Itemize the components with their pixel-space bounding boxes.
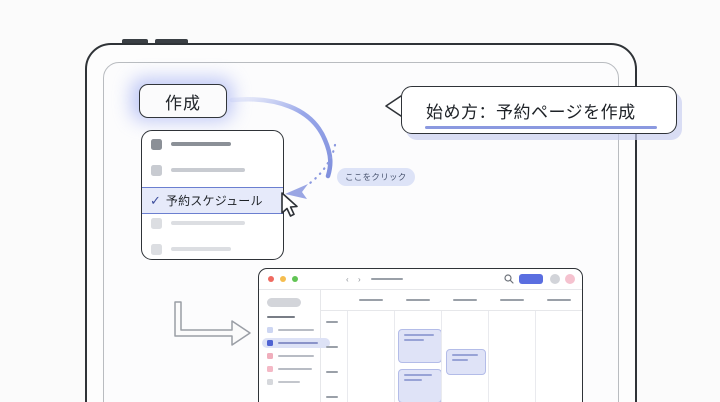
dropdown-item-label: 予約スケジュール (165, 194, 263, 208)
nav-forward-icon[interactable]: › (358, 275, 361, 284)
tablet-volume-button-down[interactable] (155, 39, 188, 44)
check-icon: ✓ (150, 192, 161, 208)
list-item-icon (151, 217, 162, 229)
sidebar-item-label (278, 381, 300, 384)
browser-window-mockup[interactable]: ‹ › (258, 268, 583, 402)
avatar[interactable] (565, 274, 575, 284)
list-item-label-placeholder (171, 221, 245, 225)
primary-action-button[interactable] (519, 274, 543, 284)
calendar-day-column[interactable] (394, 311, 442, 402)
tablet-volume-button-up[interactable] (122, 39, 148, 44)
speech-bubble-underline (425, 126, 657, 129)
calendar-grid[interactable] (321, 311, 582, 402)
dropdown-item-booking-schedule[interactable]: ✓ 予約スケジュール (142, 187, 283, 214)
list-item[interactable] (142, 131, 283, 157)
sidebar-item[interactable] (265, 377, 314, 387)
time-label (326, 371, 338, 373)
list-item-label-placeholder (171, 168, 245, 172)
list-item-icon (151, 164, 162, 176)
calendar-day-header (535, 298, 582, 302)
browser-content (259, 290, 582, 402)
time-label (326, 321, 338, 323)
sidebar-item[interactable] (265, 325, 314, 335)
time-label (326, 396, 338, 398)
sidebar-section-title (267, 316, 295, 319)
calendar-color-swatch (267, 366, 273, 373)
sidebar-item-active[interactable] (262, 338, 330, 349)
list-item-label-placeholder (171, 142, 231, 146)
calendar-view (321, 290, 582, 402)
calendar-day-column[interactable] (347, 311, 394, 402)
list-item-icon (151, 138, 162, 150)
traffic-light-zoom-icon[interactable] (292, 276, 298, 282)
calendar-day-column[interactable] (441, 311, 488, 402)
create-button[interactable]: 作成 (139, 84, 227, 118)
list-item[interactable] (142, 210, 283, 236)
sidebar-item-label (278, 342, 318, 345)
nav-back-icon[interactable]: ‹ (346, 275, 349, 284)
time-label (326, 346, 338, 348)
list-item-icon (151, 243, 162, 255)
traffic-light-minimize-icon[interactable] (280, 276, 286, 282)
calendar-event[interactable] (446, 349, 486, 375)
sidebar-item-label (278, 329, 314, 332)
search-icon[interactable] (504, 274, 514, 284)
click-here-hint: ここをクリック (337, 168, 415, 186)
app-sidebar[interactable] (259, 290, 330, 402)
calendar-color-swatch (267, 340, 273, 347)
calendar-day-column[interactable] (488, 311, 535, 402)
calendar-day-header (347, 298, 394, 302)
speech-bubble-text: 始め方：予約ページを作成 (426, 102, 636, 122)
calendar-color-swatch (267, 379, 273, 386)
calendar-day-header (394, 298, 441, 302)
list-item-label-placeholder (171, 247, 231, 251)
avatar[interactable] (550, 274, 560, 284)
address-bar[interactable] (371, 278, 403, 281)
sidebar-item[interactable] (265, 351, 314, 361)
calendar-time-axis (321, 311, 347, 402)
calendar-event[interactable] (398, 369, 442, 402)
calendar-color-swatch (267, 327, 273, 334)
sidebar-item[interactable] (265, 364, 314, 374)
browser-titlebar: ‹ › (259, 269, 582, 290)
calendar-day-header (488, 298, 535, 302)
calendar-color-swatch (267, 353, 273, 360)
calendar-day-header (441, 298, 488, 302)
list-item[interactable] (142, 157, 283, 183)
sidebar-item-label (278, 368, 312, 371)
calendar-event[interactable] (398, 329, 442, 363)
mouse-cursor (281, 192, 298, 217)
create-dropdown-menu[interactable]: ✓ 予約スケジュール (141, 130, 284, 260)
workspace-switcher[interactable] (267, 298, 301, 307)
calendar-day-column[interactable] (535, 311, 582, 402)
calendar-day-headers (321, 290, 582, 311)
list-item[interactable] (142, 236, 283, 259)
calendar-columns (347, 311, 582, 402)
traffic-light-close-icon[interactable] (268, 276, 274, 282)
sidebar-item-label (278, 355, 314, 358)
